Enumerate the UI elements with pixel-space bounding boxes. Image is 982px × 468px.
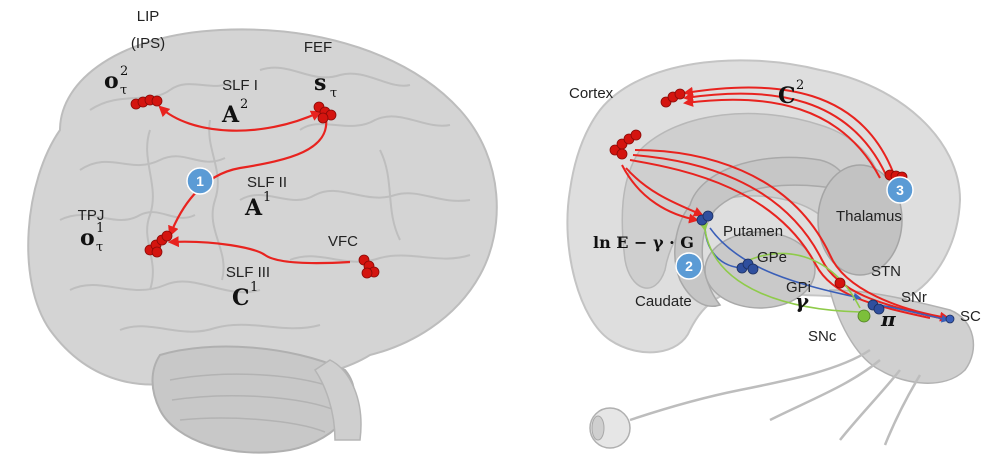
snc-label: SNc <box>808 328 837 345</box>
svg-text:1: 1 <box>263 190 271 205</box>
cortex-label: Cortex <box>569 85 614 102</box>
snr-label: SNr <box>901 289 927 306</box>
svg-text:1: 1 <box>250 280 258 295</box>
thalamus-label: Thalamus <box>836 208 902 225</box>
stn-node <box>835 278 845 288</box>
svg-text:o: o <box>104 68 119 94</box>
slf2-label: SLF II <box>247 174 287 191</box>
svg-text:2: 2 <box>796 78 804 93</box>
putamen-label: Putamen <box>723 223 783 240</box>
sc-node <box>946 315 954 323</box>
svg-text:o: o <box>80 225 95 251</box>
svg-text:s: s <box>314 70 326 96</box>
svg-text:A: A <box>244 195 263 221</box>
svg-text:C: C <box>232 285 250 311</box>
sc-label: SC <box>960 308 981 325</box>
step-badge-2: 2 <box>676 253 702 279</box>
fef-label: FEF <box>304 39 332 56</box>
ips-label: (IPS) <box>131 35 165 52</box>
svg-text:2: 2 <box>240 97 248 112</box>
pi-symbol: π <box>880 307 896 331</box>
svg-text:τ: τ <box>96 240 103 255</box>
svg-text:1: 1 <box>196 173 204 189</box>
slf3-label: SLF III <box>226 264 270 281</box>
gpe-label: GPe <box>757 249 787 266</box>
svg-text:C: C <box>778 83 796 109</box>
svg-text:1: 1 <box>96 221 104 236</box>
gamma-symbol: γ <box>795 289 809 313</box>
step-badge-1: 1 <box>187 168 213 194</box>
stn-label: STN <box>871 263 901 280</box>
svg-text:A: A <box>221 102 240 128</box>
lip-label: LIP <box>137 8 160 25</box>
svg-text:3: 3 <box>896 182 904 198</box>
vfc-label: VFC <box>328 233 358 250</box>
svg-text:2: 2 <box>120 64 128 79</box>
svg-text:τ: τ <box>120 83 127 98</box>
slf1-label: SLF I <box>222 77 258 94</box>
svg-text:τ: τ <box>330 86 337 101</box>
policy-formula: ln E − γ · G <box>593 233 694 252</box>
step-badge-3: 3 <box>887 177 913 203</box>
svg-text:2: 2 <box>685 258 693 274</box>
caudate-label: Caudate <box>635 293 692 310</box>
snc-node <box>858 310 870 322</box>
